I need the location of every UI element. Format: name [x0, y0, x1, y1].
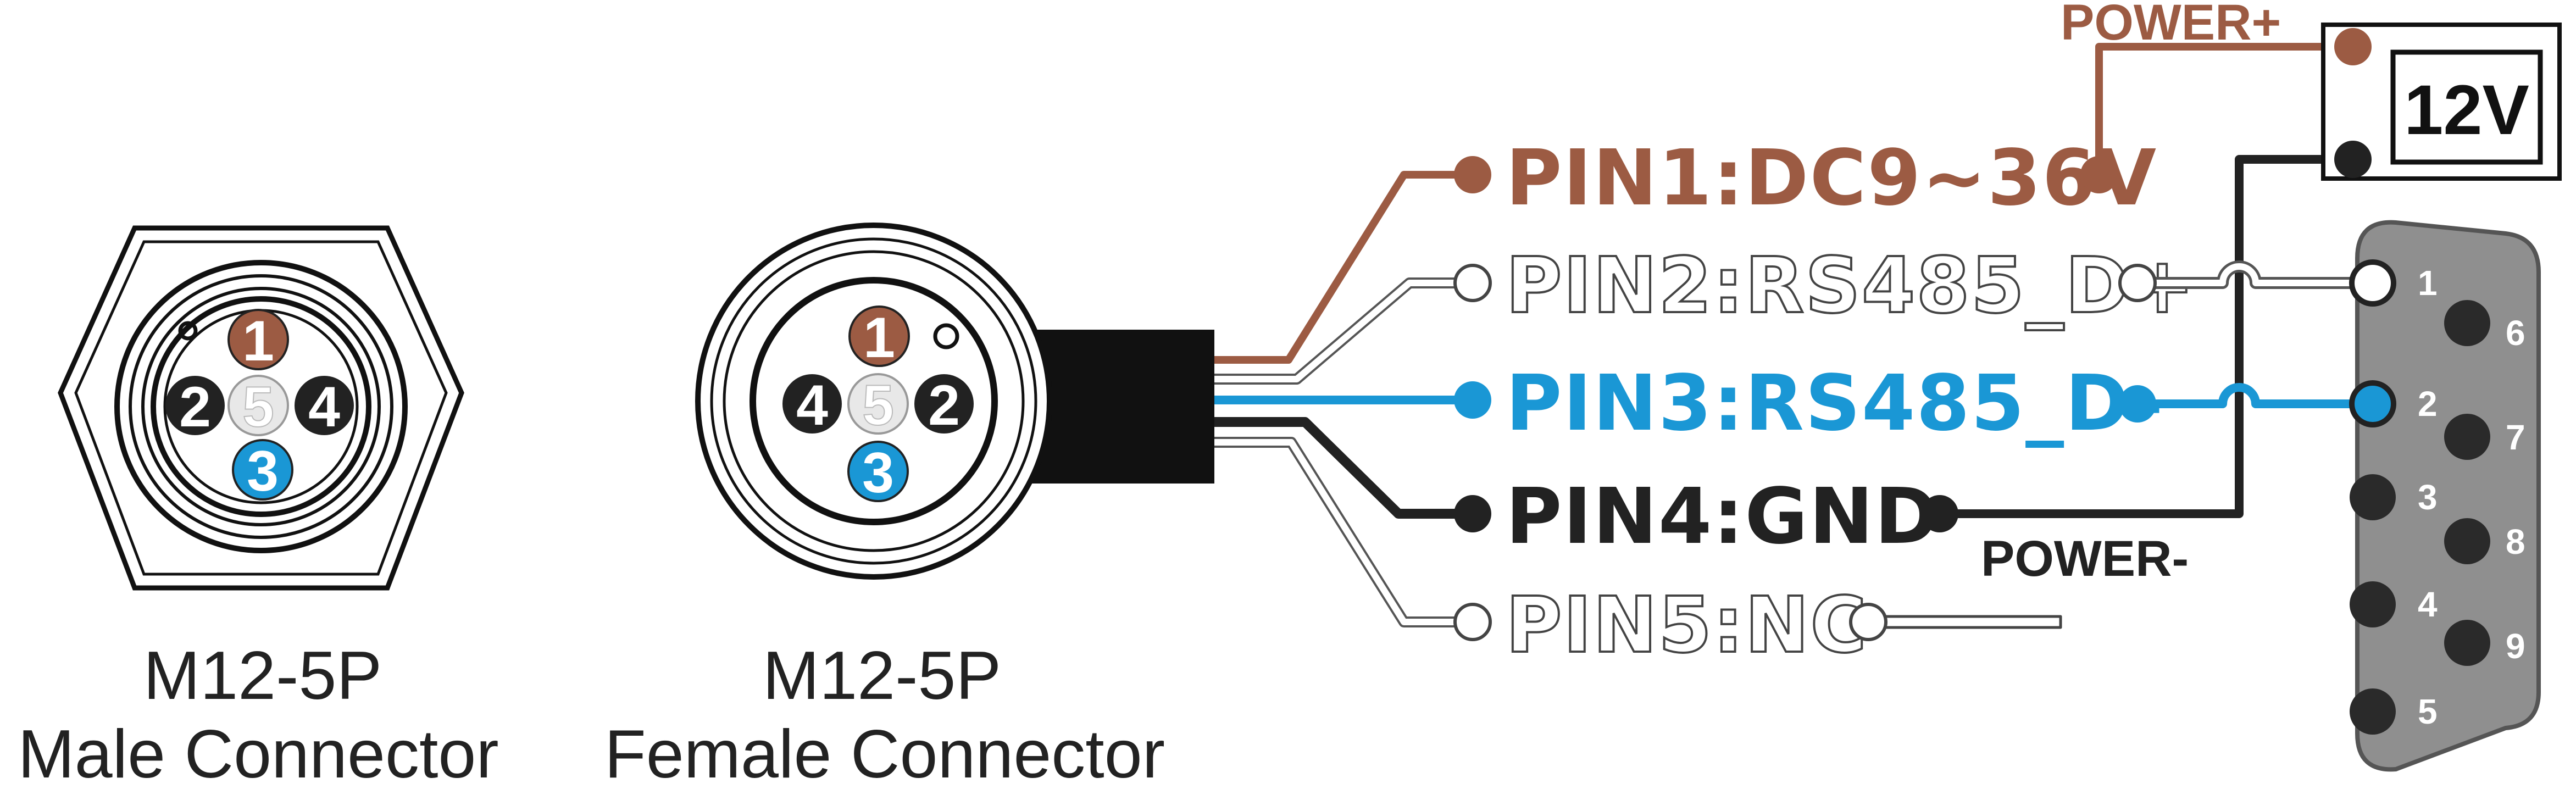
db9-pin-1-number: 1 [2418, 263, 2438, 303]
wire-pin2 [1214, 280, 1473, 382]
male-pin-1-number: 1 [242, 309, 274, 373]
female-pin-2: 2 [914, 374, 974, 437]
db9-pin-5-number: 5 [2418, 692, 2438, 731]
right-wiring [1867, 43, 2371, 629]
pin2-label: PIN2:RS485_D+ [1506, 241, 2196, 331]
wire-pin4 [1214, 417, 1473, 519]
female-pin-4-number: 4 [796, 374, 828, 437]
supply-minus-terminal [2334, 141, 2372, 178]
male-pin-4-number: 4 [308, 375, 340, 439]
female-caption-model: M12-5P [763, 638, 1001, 714]
pin4-start-dot [1454, 495, 1491, 532]
male-key-notch [178, 321, 198, 341]
supply-voltage: 12V [2404, 71, 2529, 149]
cable-boot [1028, 330, 1214, 484]
female-connector: 1 4 5 2 3 M12-5P Female Connector [604, 223, 1214, 789]
power-minus-label: POWER- [1981, 531, 2189, 587]
female-pin-5: 5 [847, 373, 909, 438]
pin1-end-dot [2080, 156, 2118, 193]
male-connector: 1 2 5 4 3 M12-5P Male Connector [18, 225, 499, 789]
db9-pin-2: 2 [2349, 380, 2438, 427]
db9-pin-4: 4 [2350, 581, 2438, 627]
pin3-end-dot [2119, 385, 2156, 423]
db9-pin-8: 8 [2444, 518, 2525, 564]
male-pin-3-number: 3 [247, 440, 279, 503]
db9-pin-7: 7 [2444, 414, 2525, 460]
pin3-label: PIN3:RS485_D- [1506, 359, 2164, 448]
db9-pin-3: 3 [2350, 474, 2438, 520]
db9-pin-4-number: 4 [2418, 585, 2438, 624]
male-pin-5-number: 5 [242, 375, 274, 439]
db9-pin-2-number: 2 [2418, 384, 2438, 424]
pin2-end-dot [2118, 264, 2157, 302]
pin4-label: PIN4:GND [1506, 472, 1940, 562]
pin5-start-dot [1453, 603, 1492, 641]
female-key-notch [933, 323, 959, 349]
db9-pin-9-number: 9 [2506, 626, 2525, 666]
female-pin-3-number: 3 [862, 441, 894, 505]
female-pin-2-number: 2 [928, 374, 960, 437]
db9-pin-1: 1 [2349, 259, 2438, 307]
pin4-end-dot [1921, 495, 1958, 532]
db9-pin-5: 5 [2350, 688, 2438, 735]
male-caption-model: M12-5P [143, 638, 382, 714]
pin2-start-dot [1453, 264, 1492, 302]
supply-plus-terminal [2334, 28, 2372, 65]
female-pin-1-number: 1 [863, 306, 895, 370]
db9-pin-6: 6 [2444, 300, 2525, 353]
male-pin-4: 4 [295, 375, 354, 439]
pin1-start-dot [1454, 156, 1491, 193]
d-minus-to-db9-wire [2138, 383, 2371, 408]
female-pin-5-number: 5 [862, 374, 894, 437]
pin5-label: PIN5:NC [1506, 581, 1868, 670]
db9-pin-7-number: 7 [2506, 418, 2525, 457]
female-caption-type: Female Connector [604, 716, 1165, 789]
power-minus-wire [1940, 155, 2352, 518]
db9-pin-9: 9 [2444, 620, 2525, 666]
male-pin-5: 5 [227, 375, 289, 440]
power-plus-wire [2095, 43, 2352, 175]
d-plus-to-db9-wire [2138, 263, 2371, 286]
db9-pin-6-number: 6 [2506, 313, 2525, 353]
db9-connector: 1 2 3 4 5 6 7 8 [2349, 220, 2541, 772]
female-pin-3: 3 [847, 441, 909, 505]
male-pin-3: 3 [232, 439, 293, 503]
power-supply-box: 12V [2321, 23, 2562, 181]
pin3-start-dot [1454, 381, 1491, 419]
pin5-end-dot [1849, 603, 1887, 641]
female-pin-4: 4 [782, 374, 842, 437]
male-pin-2-number: 2 [179, 375, 211, 439]
male-caption-type: Male Connector [18, 716, 498, 789]
male-pin-2: 2 [165, 375, 225, 439]
female-pin-1: 1 [848, 305, 910, 370]
wire-pin5 [1214, 439, 1473, 625]
wire-pin1 [1214, 171, 1473, 364]
cable-wires [1214, 171, 1473, 627]
male-pin-1: 1 [227, 309, 289, 373]
pin1-label: PIN1:DC9~36V [1506, 134, 2157, 223]
db9-pin-3-number: 3 [2418, 477, 2438, 517]
db9-pin-8-number: 8 [2506, 522, 2525, 562]
db9-shell [2355, 220, 2541, 772]
power-plus-label: POWER+ [2061, 0, 2281, 51]
